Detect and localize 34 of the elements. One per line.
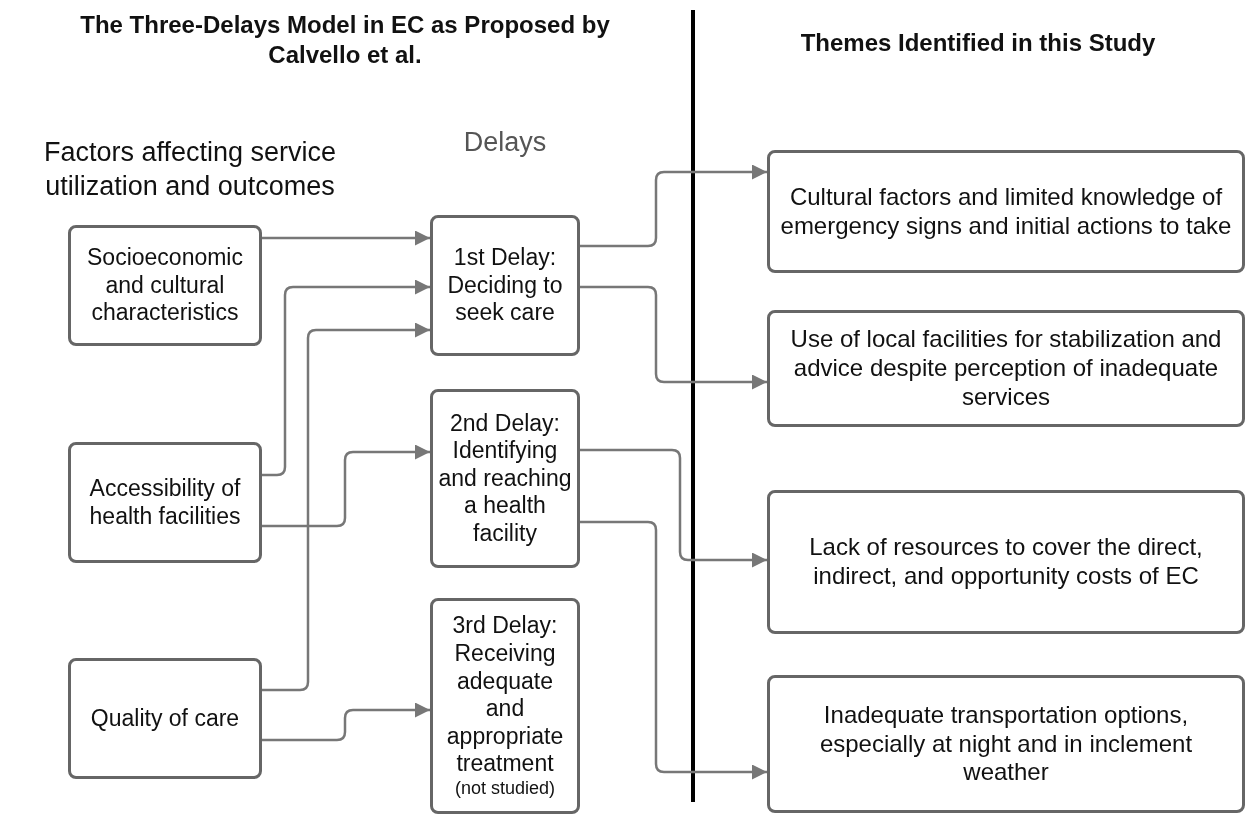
- process-box: [767, 675, 1245, 813]
- arrow: [262, 322, 430, 692]
- box-text: Use of local facilities for stabilization and advice despite perception of inadequate services: [789, 325, 1223, 412]
- process-box: [68, 658, 262, 779]
- process-box: [430, 389, 580, 568]
- process-box: [68, 442, 262, 563]
- box-text: Cultural factors and limited knowledge of emergency signs and initial actions to take: [779, 182, 1233, 241]
- arrow: [580, 285, 767, 390]
- box-text: Lack of resources to cover the direct, indirect, and opportunity costs of EC: [808, 533, 1204, 591]
- box-text: Accessibility of health facilities: [88, 474, 242, 531]
- section-label: Factors affecting service utilization and outcomes: [42, 136, 338, 203]
- process-box: [68, 225, 262, 346]
- arrow: [262, 702, 430, 742]
- column-label: Delays: [462, 126, 548, 159]
- box-text: Inadequate transportation options, especially at night and in inclement weather: [818, 700, 1194, 788]
- diagram-title: The Three-Delays Model in EC as Proposed by Calvello et al.: [79, 10, 611, 70]
- note-text: (not studied): [454, 778, 556, 800]
- arrow: [262, 279, 430, 477]
- arrow: [262, 444, 430, 528]
- arrow: [262, 230, 430, 246]
- box-text: 3rd Delay: Receiving adequate and appropriate treatment: [445, 612, 565, 778]
- box-text: Quality of care: [90, 704, 240, 733]
- box-text: 2nd Delay: Identifying and reaching a health facility: [437, 409, 573, 548]
- box-text: Socioeconomic and cultural characteristics: [86, 244, 244, 327]
- process-box: [767, 310, 1245, 427]
- process-box: [430, 598, 580, 814]
- arrow: [580, 448, 767, 568]
- process-box: [767, 150, 1245, 273]
- process-box: [767, 490, 1245, 634]
- box-text: 1st Delay: Deciding to seek care: [446, 244, 564, 327]
- section-heading: Themes Identified in this Study: [799, 28, 1157, 58]
- arrow: [580, 520, 767, 780]
- process-box: [430, 215, 580, 356]
- arrow: [580, 164, 767, 248]
